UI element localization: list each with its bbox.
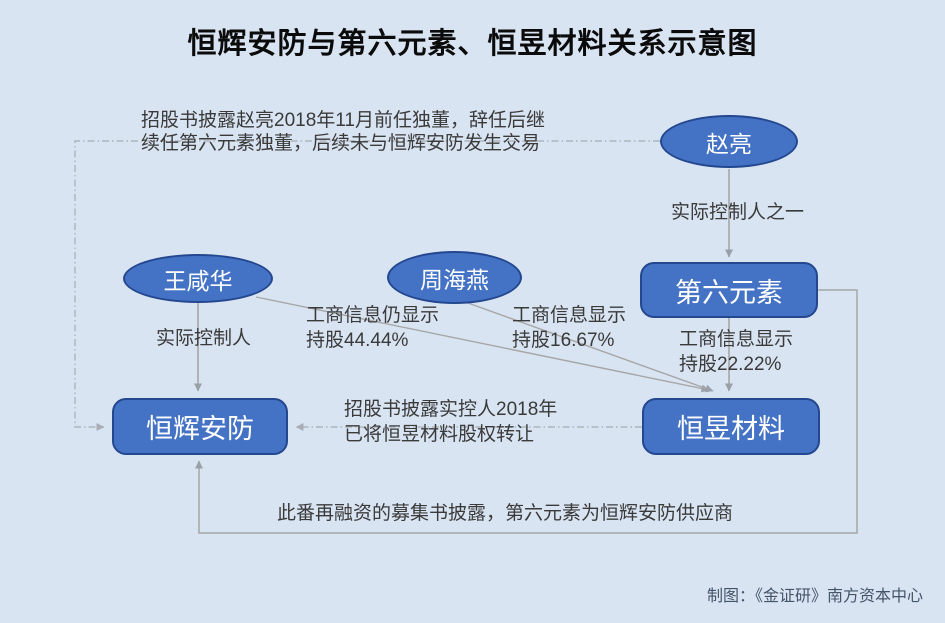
annotation-supplier-note: 此番再融资的募集书披露，第六元素为恒辉安防供应商 — [277, 503, 734, 524]
edge-diliuyuansu-supplier-loop — [195, 289, 858, 534]
node-zhouhaiyan-label: 周海燕 — [420, 266, 489, 293]
edge-wangxianhua-to-hengyucailiao — [255, 296, 710, 393]
annotation-actual-controller-one: 实际控制人之一 — [671, 202, 805, 223]
diagram-title: 恒辉安防与第六元素、恒昱材料关系示意图 — [187, 28, 758, 60]
annotation-actual-controller: 实际控制人 — [156, 328, 252, 349]
credit-line: 制图：《金证研》南方资本中心 — [706, 588, 923, 605]
annotation-holding-4444: 工商信息仍显示 持股44.44% — [306, 305, 440, 351]
node-hengyucailiao-label: 恒昱材料 — [677, 414, 785, 444]
node-hengyucailiao: 恒昱材料 — [642, 398, 820, 455]
annotation-holding-1667: 工商信息显示 持股16.67% — [512, 305, 627, 351]
node-wangxianhua-label: 王咸华 — [163, 267, 233, 294]
node-zhaoliang: 赵亮 — [660, 115, 798, 168]
node-zhouhaiyan: 周海燕 — [387, 251, 522, 304]
node-diliuyuansu-label: 第六元素 — [675, 277, 783, 308]
annotation-equity-transfer: 招股书披露实控人2018年 已将恒昱材料股权转让 — [344, 399, 558, 445]
annotation-holding-2222: 工商信息显示 持股22.22% — [679, 329, 794, 375]
node-henghuianfang: 恒辉安防 — [112, 398, 288, 455]
node-wangxianhua: 王咸华 — [123, 254, 273, 303]
node-diliuyuansu: 第六元素 — [640, 262, 818, 318]
annotation-zhaoliang-note: 招股书披露赵亮2018年11月前任独董，辞任后继 续任第六元素独董，后续未与恒辉… — [141, 110, 545, 155]
edge-zhaoliang-loop-to-henghuianfang — [74, 140, 660, 431]
edge-zhouhaiyan-to-hengyucailiao — [467, 302, 714, 393]
node-henghuianfang-label: 恒辉安防 — [146, 414, 254, 444]
node-zhaoliang-label: 赵亮 — [706, 130, 752, 157]
